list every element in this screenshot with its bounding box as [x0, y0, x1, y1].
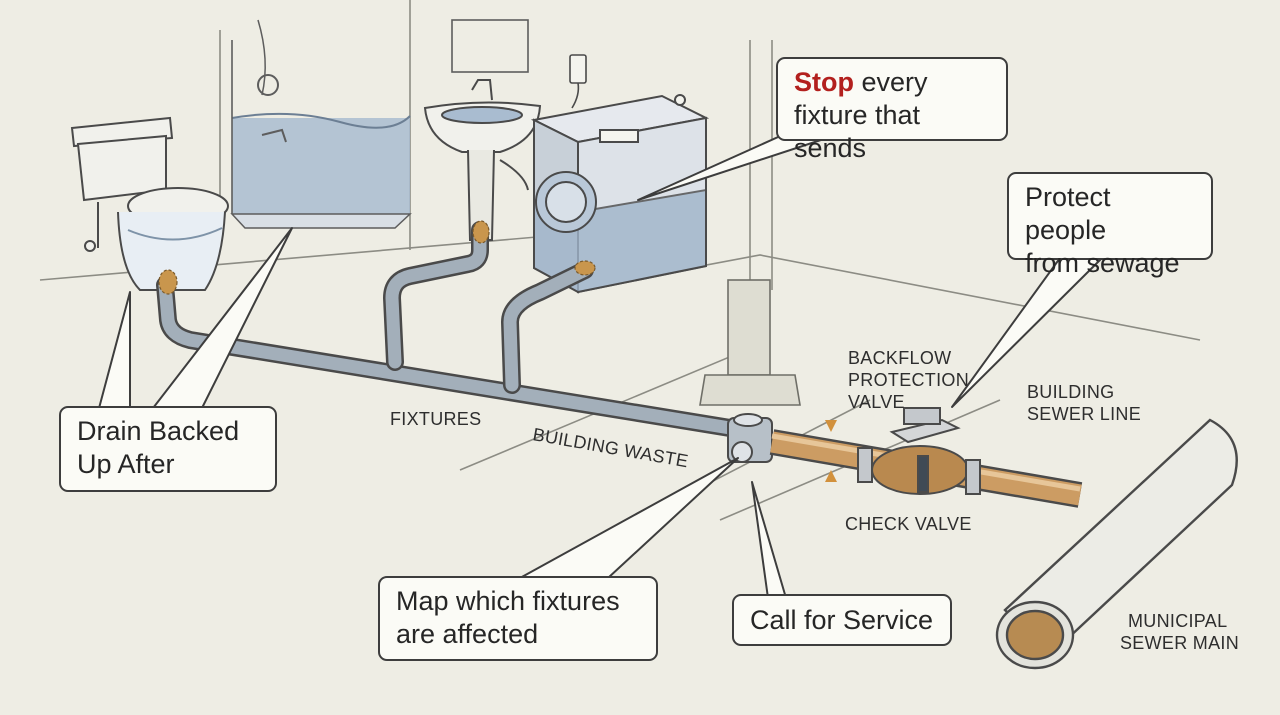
cleanout-tee: [727, 413, 773, 463]
label-building-sewer-2: SEWER LINE: [1027, 404, 1141, 424]
callout-map-fixtures: Map which fixtures are affected: [378, 576, 658, 661]
callout-map-line1: Map which fixtures: [396, 586, 620, 616]
sink: [423, 79, 542, 241]
callout-drain-line1: Drain Backed: [77, 416, 240, 446]
callout-drain-line2: Up After: [77, 449, 175, 479]
callout-map-line2: are affected: [396, 619, 539, 649]
callout-call-service: Call for Service: [732, 594, 952, 646]
callout-stop-line1: Stop every: [794, 66, 990, 99]
toilet: [70, 116, 229, 291]
callout-drain-backed-up: Drain Backed Up After: [59, 406, 277, 492]
callout-pointers: [97, 132, 1103, 599]
check-valve-arrows: [825, 420, 837, 482]
callout-protect-people: Protect people from sewage: [1007, 172, 1213, 278]
building-waste-pipe: [156, 221, 739, 437]
label-backflow-3: VALVE: [848, 392, 905, 412]
backflow-valve: [857, 407, 981, 495]
label-backflow-2: PROTECTION: [848, 370, 969, 390]
callout-stop-line2: fixture that sends: [794, 100, 921, 163]
label-municipal-1: MUNICIPAL: [1128, 611, 1227, 631]
stop-line1-rest: every: [854, 67, 928, 97]
municipal-sewer-main: [995, 418, 1238, 670]
leak-spots: [158, 220, 596, 295]
label-check-valve: CHECK VALVE: [845, 514, 972, 534]
footing: [699, 279, 801, 406]
label-building-waste: BUILDING WASTE: [531, 424, 690, 471]
washing-machine: [530, 94, 710, 294]
callout-stop-fixtures: Stop every fixture that sends: [776, 57, 1008, 163]
wall-outlet: [569, 54, 587, 109]
mirror: [451, 19, 529, 73]
callout-protect-line2: from sewage: [1025, 248, 1180, 278]
callout-call-text: Call for Service: [750, 605, 934, 635]
callout-protect-line1: Protect people: [1025, 182, 1111, 245]
label-municipal-2: SEWER MAIN: [1120, 633, 1239, 653]
label-backflow-1: BACKFLOW: [848, 348, 951, 368]
shower: [230, 19, 412, 229]
label-building-sewer-1: BUILDING: [1027, 382, 1114, 402]
stop-accent-word: Stop: [794, 67, 854, 97]
label-fixtures: FIXTURES: [390, 409, 481, 429]
